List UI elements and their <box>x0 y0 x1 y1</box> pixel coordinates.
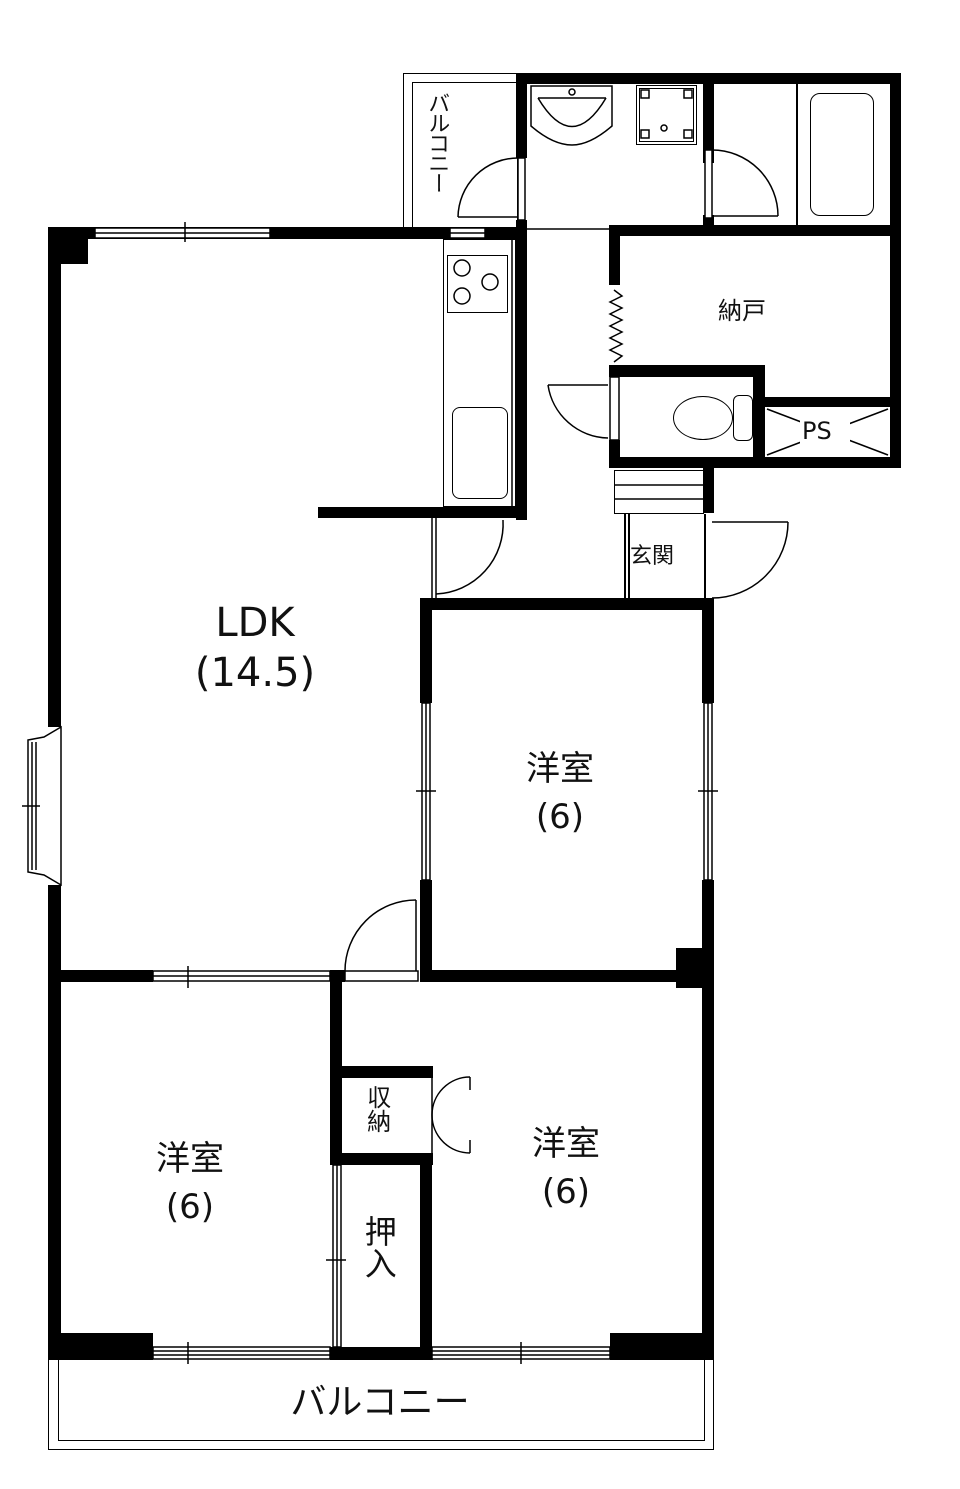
wall <box>330 1347 433 1360</box>
bath-divider <box>796 84 798 225</box>
washing-machine-pan-inner <box>639 88 694 142</box>
western-room-left-name: 洋室 <box>156 1139 224 1179</box>
wall <box>702 598 714 703</box>
main-balcony-label: バルコニー <box>290 1382 470 1423</box>
wall <box>330 1153 433 1165</box>
wall <box>48 885 61 1360</box>
oshiire-label: 押入 <box>359 1215 398 1279</box>
toilet-tank <box>733 395 753 441</box>
wall <box>753 397 901 407</box>
wall <box>702 970 714 1360</box>
ps-label-front: PS <box>802 417 832 445</box>
kitchen-sink <box>452 407 508 499</box>
kitchen-stove <box>447 255 508 313</box>
western-room-center-name: 洋室 <box>526 749 594 789</box>
wall <box>48 227 520 239</box>
wall <box>609 225 901 236</box>
column <box>48 227 88 264</box>
western-room-right-size: (6) <box>541 1172 591 1212</box>
western-room-left-size: (6) <box>165 1187 215 1227</box>
column <box>48 1333 153 1360</box>
wall <box>420 1153 432 1360</box>
small-balcony-label: バルコニー <box>424 92 450 192</box>
entrance-label: 玄関 <box>630 544 675 569</box>
entrance-frame <box>704 514 706 602</box>
wall <box>330 1066 433 1078</box>
bathtub <box>810 93 874 216</box>
wall <box>420 598 714 610</box>
wall <box>420 970 714 982</box>
wall <box>703 468 714 513</box>
main-balcony-inner <box>58 1360 705 1441</box>
wall <box>48 227 61 727</box>
wall <box>420 598 432 703</box>
wall <box>48 970 153 982</box>
wall <box>516 73 527 158</box>
wall <box>609 225 620 285</box>
western-room-right-name: 洋室 <box>532 1124 600 1164</box>
western-room-center-size: (6) <box>535 797 585 837</box>
wall <box>420 880 432 980</box>
ldk-size: (14.5) <box>194 650 316 696</box>
toilet-bowl <box>673 396 733 440</box>
entrance-step <box>614 470 704 514</box>
wall <box>516 220 527 520</box>
wall <box>753 365 765 468</box>
wall <box>703 73 714 163</box>
wall <box>318 507 524 518</box>
ldk-name: LDK <box>215 600 295 646</box>
storage-closet-label: 収納 <box>362 1085 391 1133</box>
entrance-frame <box>628 514 630 602</box>
washbasin-fixture <box>530 84 614 144</box>
wall <box>703 215 714 230</box>
wall <box>609 365 764 377</box>
column <box>610 1333 714 1360</box>
wall <box>609 457 901 468</box>
nando-label: 納戸 <box>718 297 766 325</box>
entrance-frame <box>624 514 626 602</box>
wall <box>890 73 901 468</box>
wall <box>609 440 620 468</box>
